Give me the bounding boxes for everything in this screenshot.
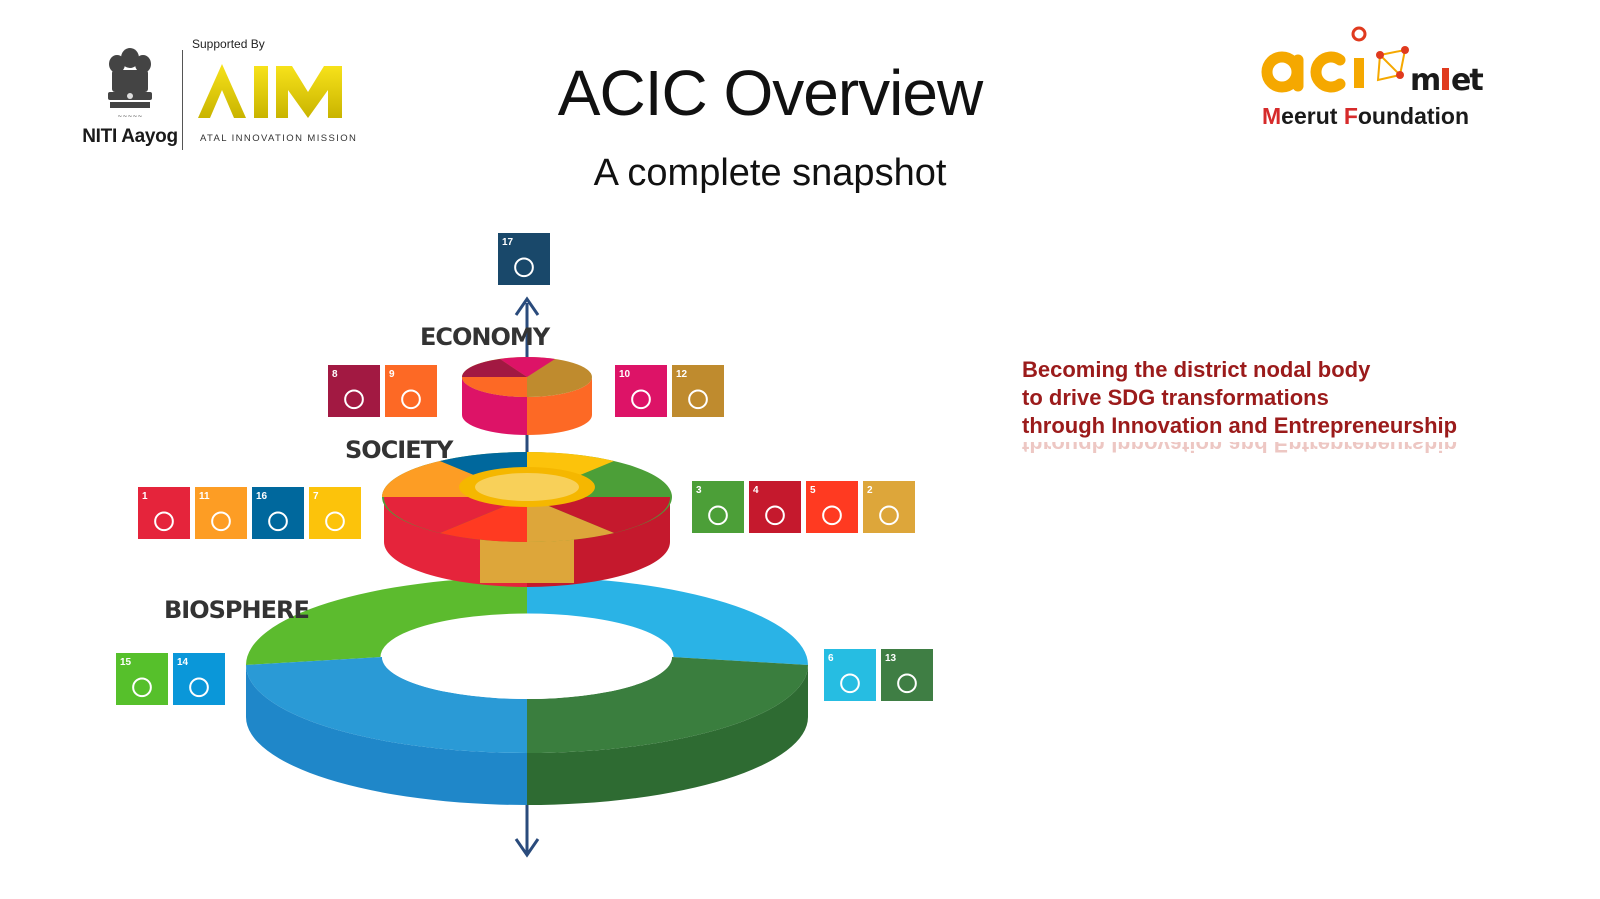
aim-logo (198, 64, 342, 118)
sdg-tile-3: 3 (692, 481, 744, 533)
aim-caption: ATAL INNOVATION MISSION (200, 133, 358, 144)
page-subtitle: A complete snapshot (593, 152, 947, 194)
meerut-word: eerut (1281, 103, 1344, 129)
tagline: Becoming the district nodal body to driv… (1022, 356, 1542, 458)
foundation-initial: F (1343, 103, 1358, 129)
sdg-goal-icon (765, 505, 785, 526)
sdg-goal-icon (154, 511, 174, 532)
sdg-goal-icon (840, 673, 860, 694)
arrow-up-icon (514, 296, 540, 316)
sdg-goal-icon (344, 389, 364, 410)
sdg-tile-number: 5 (810, 485, 816, 496)
sdg-tile-number: 2 (867, 485, 873, 496)
sdg-tile-number: 15 (120, 657, 132, 668)
niti-aayog-name: NITI Aayog (82, 126, 178, 147)
sdg-tile-number: 8 (332, 369, 338, 380)
society-label: SOCIETY (345, 436, 454, 464)
supported-by-label: Supported By (192, 37, 265, 51)
svg-text:m: m (1410, 63, 1439, 98)
sdg-tile-number: 9 (389, 369, 395, 380)
svg-text:~~~~~: ~~~~~ (117, 113, 142, 120)
sdg-goal-icon (822, 505, 842, 526)
sdg-tile-2: 2 (863, 481, 915, 533)
sdg-tile-8: 8 (328, 365, 380, 417)
sdg-goal-icon (401, 389, 421, 410)
sdg-tile-number: 12 (676, 369, 688, 380)
sdg-goal-icon (631, 389, 651, 410)
sdg-tile-number: 17 (502, 237, 514, 248)
foundation-word: oundation (1357, 103, 1470, 129)
sdg-goal-icon (688, 389, 708, 410)
sdg-tile-4: 4 (749, 481, 801, 533)
sdg-tile-11: 11 (195, 487, 247, 539)
sdg-tile-16: 16 (252, 487, 304, 539)
sdg-goal-icon (189, 677, 209, 698)
sdg-tile-number: 1 (142, 491, 148, 502)
sdg-goal-icon (325, 511, 345, 532)
tagline-line-1: Becoming the district nodal body (1022, 357, 1371, 382)
sdg-goal-icon (132, 677, 152, 698)
tagline-line-2: to drive SDG transformations (1022, 385, 1329, 410)
sdg-tile-number: 11 (199, 491, 210, 502)
logo-divider (182, 50, 183, 150)
sdg-tile-10: 10 (615, 365, 667, 417)
sdg-tile-number: 10 (619, 369, 631, 380)
meerut-initial: M (1262, 103, 1282, 129)
biosphere-label: BIOSPHERE (164, 596, 309, 624)
sdg-tile-9: 9 (385, 365, 437, 417)
society-layer (382, 452, 672, 587)
sdg-goal-icon (879, 505, 899, 526)
sdg-tile-number: 3 (696, 485, 702, 496)
sdg-tile-17: 17 (498, 233, 550, 285)
sdg-tile-1: 1 (138, 487, 190, 539)
sdg-goal-icon (211, 511, 231, 532)
tagline-line-3: through Innovation and Entrepreneurship (1022, 413, 1458, 438)
sdg-tile-7: 7 (309, 487, 361, 539)
economy-label: ECONOMY (420, 323, 551, 351)
tagline-reflection: through Innovation and Entrepreneurship (1022, 442, 1458, 457)
sdg-goal-icon (897, 673, 917, 694)
biosphere-layer (246, 577, 808, 805)
sdg-tile-number: 6 (828, 653, 834, 664)
sdg-goal-icon (514, 257, 534, 278)
arrow-down-icon (514, 838, 540, 858)
acic-miet-logo: m et (1261, 26, 1485, 98)
sdg-tile-15: 15 (116, 653, 168, 705)
svg-text:et: et (1451, 63, 1483, 98)
sdg-tile-number: 16 (256, 491, 268, 502)
national-emblem-icon: ~~~~~ (108, 48, 152, 120)
sdg-goal-icon (708, 505, 728, 526)
niti-aayog-logo: ~~~~~ NITI Aayog (70, 36, 190, 151)
page-title: ACIC Overview (557, 57, 983, 129)
sdg-tile-number: 13 (885, 653, 897, 664)
sdg-tile-number: 7 (313, 491, 319, 502)
sdg-tile-6: 6 (824, 649, 876, 701)
meerut-foundation-label: Meerut Foundation (1262, 103, 1469, 130)
sdg-tile-14: 14 (173, 653, 225, 705)
sdg-tile-5: 5 (806, 481, 858, 533)
sdg-tile-number: 4 (753, 485, 759, 496)
sdg-tile-12: 12 (672, 365, 724, 417)
sdg-goal-icon (268, 511, 288, 532)
economy-layer (462, 357, 592, 435)
sdg-tile-13: 13 (881, 649, 933, 701)
sdg-tile-number: 14 (177, 657, 189, 668)
